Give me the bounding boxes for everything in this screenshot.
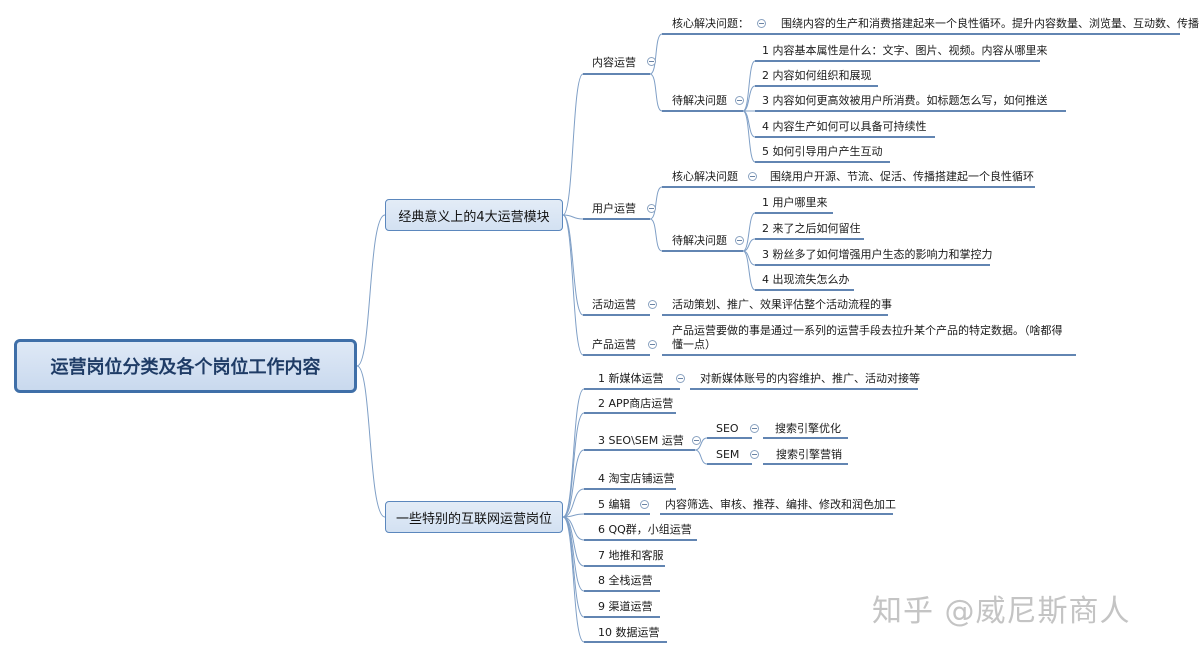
- special-data[interactable]: 10 数据运营: [598, 626, 660, 639]
- user-pending-item[interactable]: 2 来了之后如何留住: [762, 222, 861, 235]
- content-pending-label[interactable]: 待解决问题: [672, 94, 727, 107]
- collapse-icon[interactable]: [648, 300, 657, 309]
- content-core-label[interactable]: 核心解决问题：: [672, 17, 749, 30]
- collapse-icon[interactable]: [676, 374, 685, 383]
- user-core-text[interactable]: 围绕用户开源、节流、促活、传播搭建起一个良性循环: [770, 170, 1034, 183]
- user-pending-item[interactable]: 1 用户哪里来: [762, 196, 828, 209]
- product-op-label[interactable]: 产品运营: [592, 338, 636, 351]
- collapse-icon[interactable]: [692, 436, 701, 445]
- activity-op-label[interactable]: 活动运营: [592, 298, 636, 311]
- special-taobao[interactable]: 4 淘宝店铺运营: [598, 472, 675, 485]
- user-pending-item[interactable]: 4 出现流失怎么办: [762, 273, 850, 286]
- special-seo-sem[interactable]: 3 SEO\SEM 运营: [598, 434, 684, 447]
- user-core-label[interactable]: 核心解决问题: [672, 170, 738, 183]
- special-channel[interactable]: 9 渠道运营: [598, 600, 653, 613]
- content-pending-item[interactable]: 5 如何引导用户产生互动: [762, 145, 883, 158]
- collapse-icon[interactable]: [648, 340, 657, 349]
- special-ground[interactable]: 7 地推和客服: [598, 549, 664, 562]
- seo-label[interactable]: SEO: [716, 422, 739, 435]
- branch-classic-modules[interactable]: 经典意义上的4大运营模块: [385, 199, 563, 231]
- user-pending-label[interactable]: 待解决问题: [672, 234, 727, 247]
- content-pending-item[interactable]: 4 内容生产如何可以具备可持续性: [762, 120, 927, 133]
- user-op-label[interactable]: 用户运营: [592, 202, 636, 215]
- special-new-media[interactable]: 1 新媒体运营: [598, 372, 664, 385]
- sem-label[interactable]: SEM: [716, 448, 740, 461]
- special-editor[interactable]: 5 编辑: [598, 498, 631, 511]
- product-op-text[interactable]: 产品运营要做的事是通过一系列的运营手段去拉升某个产品的特定数据。（啥都得懂一点）: [672, 324, 1063, 351]
- activity-op-text[interactable]: 活动策划、推广、效果评估整个活动流程的事: [672, 298, 892, 311]
- content-pending-item[interactable]: 3 内容如何更高效被用户所消费。如标题怎么写，如何推送: [762, 94, 1048, 107]
- collapse-icon[interactable]: [647, 204, 656, 213]
- watermark: 知乎 @威尼斯商人: [872, 594, 1131, 629]
- special-fullstack[interactable]: 8 全栈运营: [598, 574, 653, 587]
- sem-text[interactable]: 搜索引擎营销: [776, 448, 842, 461]
- collapse-icon[interactable]: [750, 424, 759, 433]
- collapse-icon[interactable]: [757, 19, 766, 28]
- seo-text[interactable]: 搜索引擎优化: [775, 422, 841, 435]
- root-topic[interactable]: 运营岗位分类及各个岗位工作内容: [14, 339, 357, 393]
- collapse-icon[interactable]: [640, 500, 649, 509]
- content-pending-item[interactable]: 1 内容基本属性是什么：文字、图片、视频。内容从哪里来: [762, 44, 1048, 57]
- collapse-icon[interactable]: [748, 172, 757, 181]
- branch-special-roles[interactable]: 一些特别的互联网运营岗位: [385, 501, 563, 533]
- special-editor-text[interactable]: 内容筛选、审核、推荐、编排、修改和润色加工: [665, 498, 896, 511]
- special-qq[interactable]: 6 QQ群，小组运营: [598, 523, 692, 536]
- collapse-icon[interactable]: [750, 450, 759, 459]
- collapse-icon[interactable]: [735, 96, 744, 105]
- special-new-media-text[interactable]: 对新媒体账号的内容维护、推广、活动对接等: [700, 372, 920, 385]
- content-pending-item[interactable]: 2 内容如何组织和展现: [762, 69, 872, 82]
- special-app-store[interactable]: 2 APP商店运营: [598, 397, 674, 410]
- collapse-icon[interactable]: [647, 57, 656, 66]
- collapse-icon[interactable]: [735, 236, 744, 245]
- user-pending-item[interactable]: 3 粉丝多了如何增强用户生态的影响力和掌控力: [762, 248, 993, 261]
- content-op-label[interactable]: 内容运营: [592, 56, 636, 69]
- content-core-text[interactable]: 围绕内容的生产和消费搭建起来一个良性循环。提升内容数量、浏览量、互动数、传播: [781, 17, 1199, 30]
